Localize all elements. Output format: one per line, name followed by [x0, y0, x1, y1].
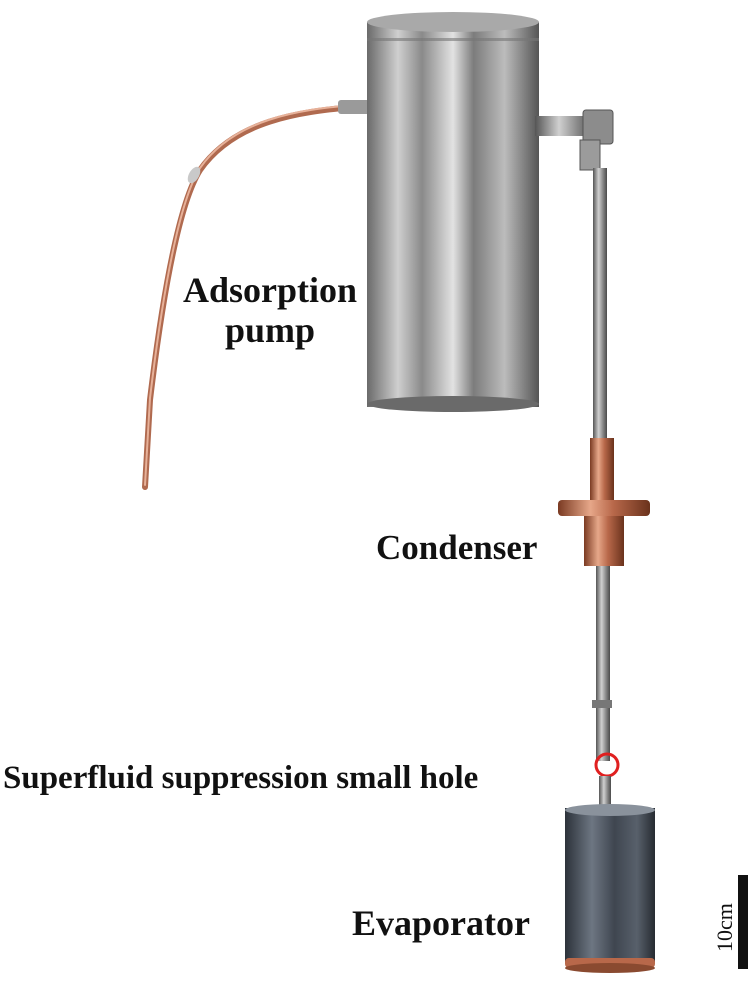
condenser-label: Condenser — [376, 528, 538, 567]
adsorption-pump-label-line1: Adsorption — [183, 270, 358, 310]
adsorption-pump-cylinder — [367, 12, 539, 412]
adsorption-pump-label-line2: pump — [224, 310, 316, 350]
evaporator-cylinder — [565, 804, 655, 973]
scale-label: 10cm — [712, 903, 737, 952]
adsorption-pump-label: Adsorption pump — [183, 270, 357, 350]
condenser-flange — [558, 500, 650, 566]
superfluid-hole-label: Superfluid suppression small hole — [3, 760, 479, 796]
evaporator-label: Evaporator — [352, 903, 530, 943]
scale-bar — [738, 875, 748, 969]
